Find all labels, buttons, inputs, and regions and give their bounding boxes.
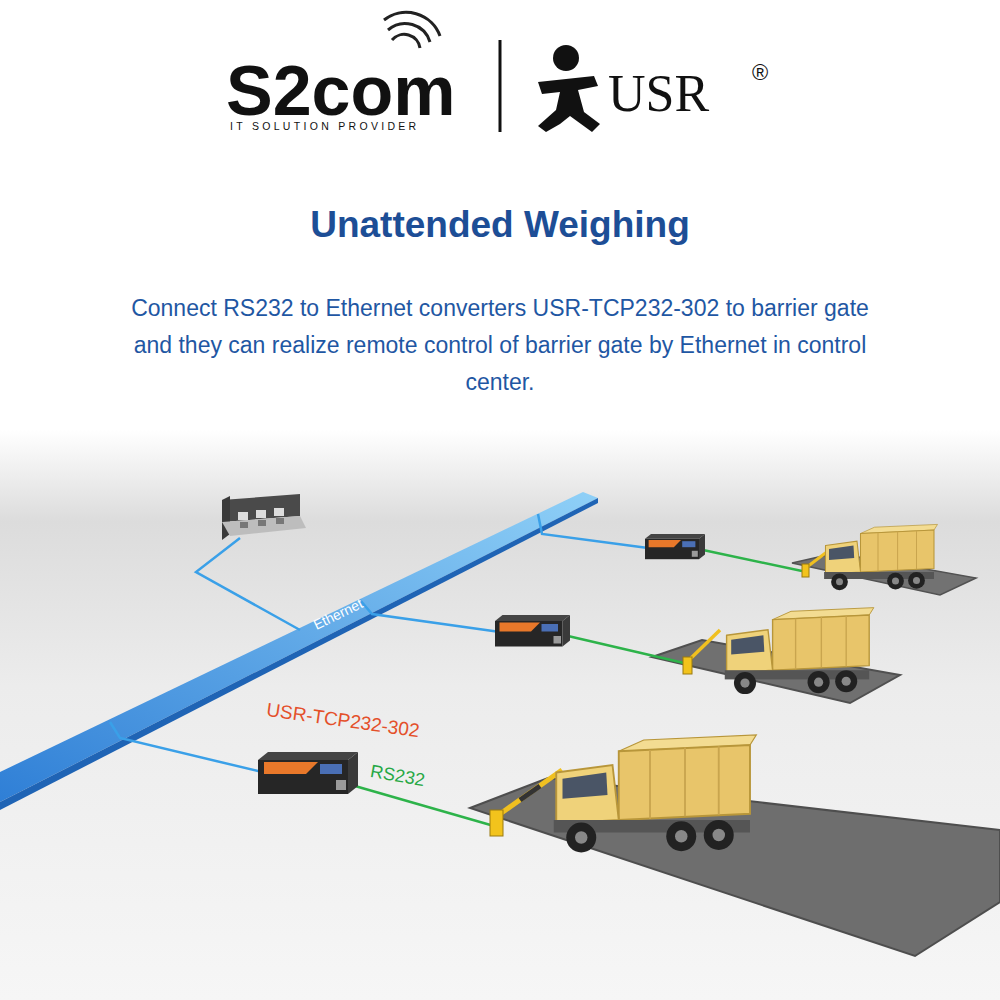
signal-arc — [392, 34, 420, 48]
dump-truck — [824, 524, 937, 590]
usr-figure-icon — [538, 45, 600, 132]
logo-wordmark: S2com — [226, 56, 456, 126]
ground — [0, 430, 1000, 1000]
converter-box — [645, 534, 705, 559]
logo-tagline: IT SOLUTION PROVIDER — [230, 121, 420, 132]
signal-arc — [388, 24, 430, 42]
logo-wordmark: USR — [608, 68, 709, 120]
caption: Connect RS232 to Ethernet converters USR… — [115, 290, 885, 401]
registered-mark: ® — [752, 62, 768, 84]
ethernet-backbone-edge — [0, 498, 598, 810]
ethernet-backbone — [0, 492, 598, 802]
title: Unattended Weighing — [0, 206, 1000, 243]
ethernet-cable — [110, 514, 648, 772]
converter-box — [495, 615, 570, 647]
dump-truck — [725, 608, 874, 694]
control-center — [222, 494, 306, 540]
logo-divider — [499, 40, 502, 132]
dump-truck — [554, 735, 757, 853]
signal-arc — [384, 12, 440, 36]
converter-box — [258, 752, 358, 794]
